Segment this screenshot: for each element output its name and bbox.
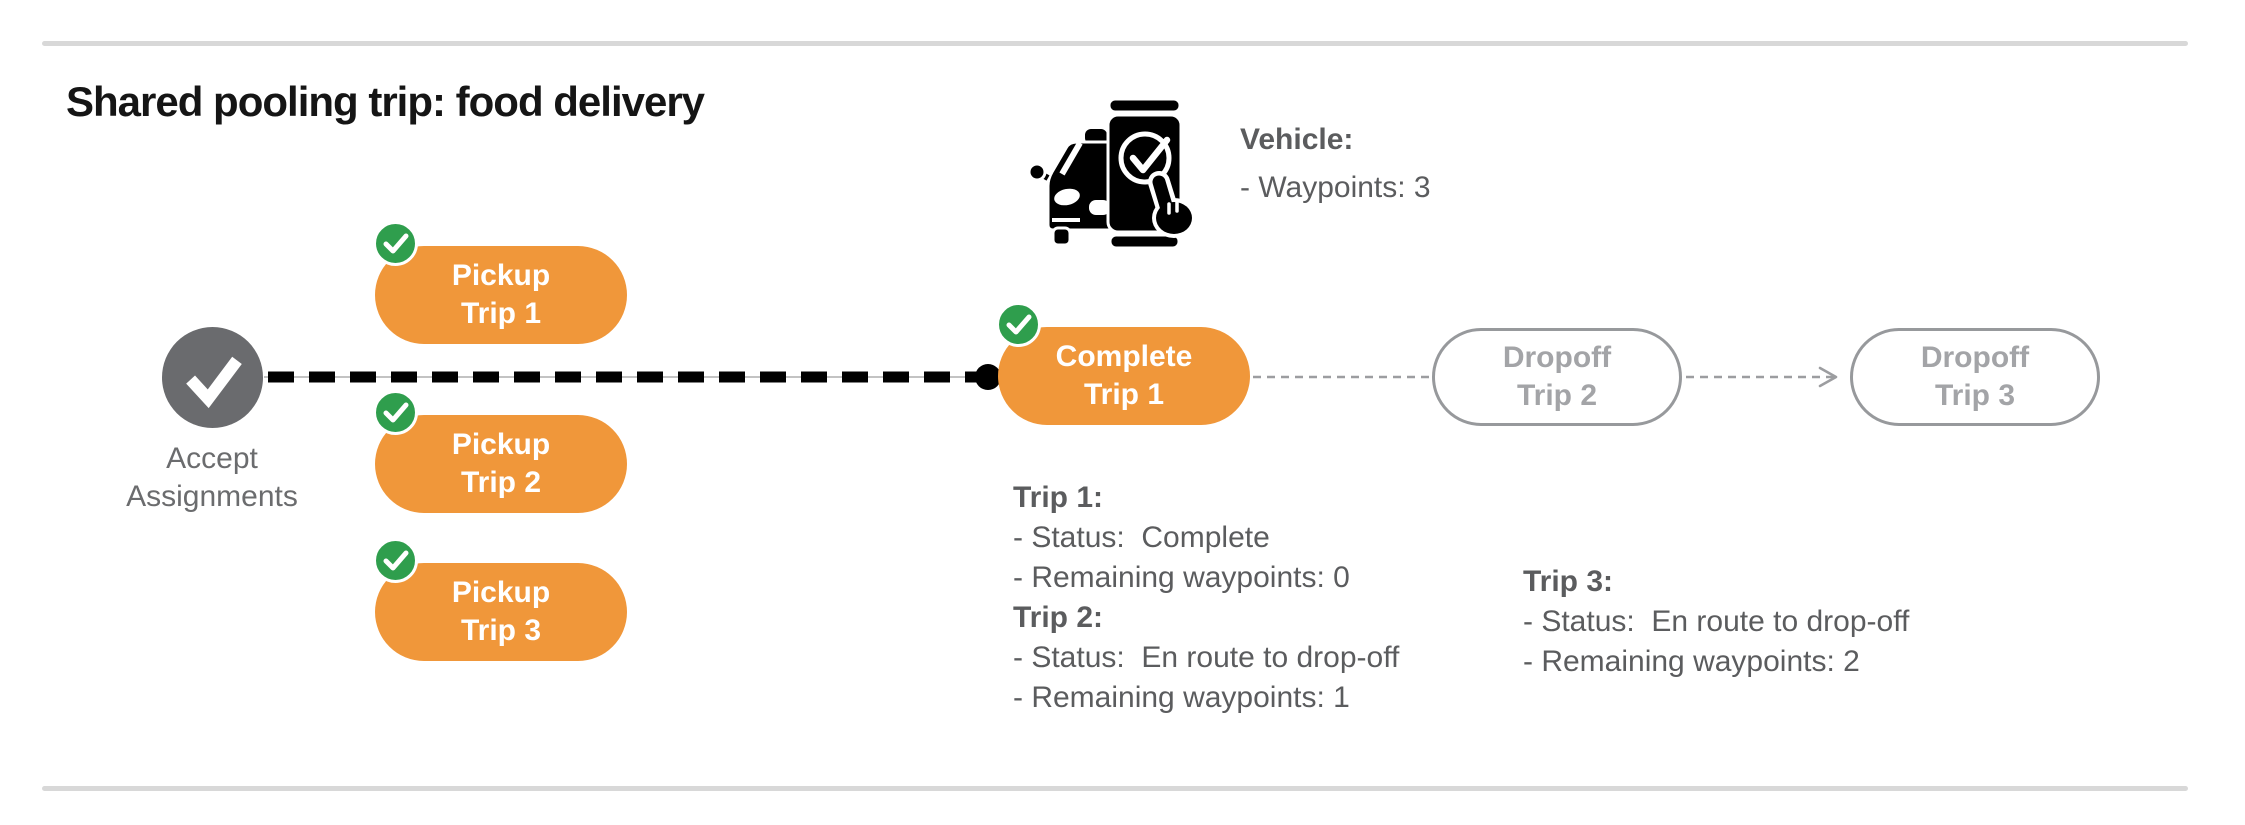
pickup-trip-1-pill: Pickup Trip 1 xyxy=(373,221,627,344)
trip-2-heading: Trip 2: xyxy=(1013,601,1104,634)
accept-assignments-node xyxy=(162,327,263,428)
vehicle-heading: Vehicle: xyxy=(1240,123,1354,156)
dropoff2-dashed-connector xyxy=(1253,375,1431,379)
trip-2-status: - Status: En route to drop-off xyxy=(1013,641,1400,674)
check-icon xyxy=(383,402,409,423)
trip-3-waypoints: - Remaining waypoints: 2 xyxy=(1523,645,1860,678)
trip-3-status: - Status: En route to drop-off xyxy=(1523,605,1910,638)
accept-assignments-label: Accept Assignments xyxy=(126,442,298,513)
vehicle-info: Vehicle: - Waypoints: 3 xyxy=(1240,116,1431,212)
vehicle-waypoints: - Waypoints: 3 xyxy=(1240,171,1431,204)
trip-1-status: - Status: Complete xyxy=(1013,521,1270,554)
check-icon xyxy=(383,550,409,571)
trip-3-details: Trip 3: - Status: En route to drop-off -… xyxy=(1523,562,1909,682)
car-phone-check-icon xyxy=(1027,97,1196,250)
completed-check-badge xyxy=(373,390,418,435)
trip-1-heading: Trip 1: xyxy=(1013,481,1104,514)
trip-3-heading: Trip 3: xyxy=(1523,565,1614,598)
arrowhead-icon xyxy=(1818,366,1838,388)
pickup-trip-3-pill: Pickup Trip 3 xyxy=(373,538,627,661)
check-icon xyxy=(383,233,409,254)
top-divider xyxy=(42,41,2188,46)
dropoff-trip-2-pill: Dropoff Trip 2 xyxy=(1432,328,1682,426)
trip-2-waypoints: - Remaining waypoints: 1 xyxy=(1013,681,1350,714)
trip-1-waypoints: - Remaining waypoints: 0 xyxy=(1013,561,1350,594)
pickup-trip-2-pill: Pickup Trip 2 xyxy=(373,390,627,513)
trip-1-2-details: Trip 1: - Status: Complete - Remaining w… xyxy=(1013,478,1399,718)
checkmark-icon xyxy=(185,356,242,408)
completed-check-badge xyxy=(373,221,418,266)
completed-check-badge xyxy=(373,538,418,583)
waypoint-dot xyxy=(975,364,1001,390)
assignment-dashed-connector xyxy=(264,364,1001,390)
page-title: Shared pooling trip: food delivery xyxy=(66,78,705,125)
dropoff-trip-3-pill: Dropoff Trip 3 xyxy=(1850,328,2100,426)
check-icon xyxy=(1006,314,1032,335)
bottom-divider xyxy=(42,786,2188,791)
completed-check-badge xyxy=(996,302,1041,347)
dropoff3-dashed-arrow-connector xyxy=(1686,366,1838,388)
complete-trip-1-pill: Complete Trip 1 xyxy=(996,302,1250,425)
